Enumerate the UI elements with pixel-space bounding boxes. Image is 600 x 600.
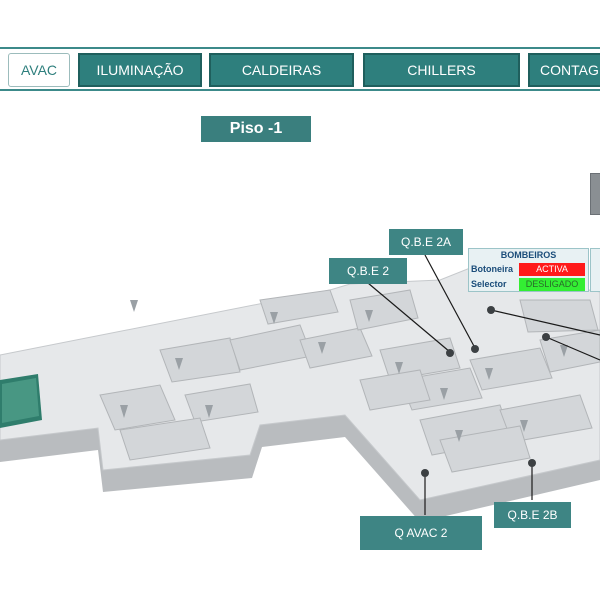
side-panel-stub (590, 173, 600, 215)
selector-status: DESLIGADO (519, 277, 585, 291)
building-slab-side (0, 415, 600, 522)
equipment-markers (421, 306, 550, 477)
floor-title: Piso -1 (201, 116, 311, 142)
marker-dot-qavac-2[interactable] (421, 469, 429, 477)
marker-dot-qbe-2a[interactable] (471, 345, 479, 353)
selector-label: Selector (471, 279, 507, 289)
marker-dot-qbe-2b[interactable] (528, 459, 536, 467)
botoneira-label: Botoneira (471, 264, 514, 274)
marker-label-qavac-2[interactable]: Q AVAC 2 (360, 516, 482, 550)
bombeiros-row-selector: Selector DESLIGADO (469, 277, 588, 291)
marker-dot-bombeiros[interactable] (487, 306, 495, 314)
tiled-area-highlight (2, 378, 39, 423)
tab-avac[interactable]: AVAC (8, 53, 70, 87)
marker-leader-lines (367, 254, 600, 515)
tab-iluminacao[interactable]: ILUMINAÇÃO (78, 53, 202, 87)
marker-dot-extra[interactable] (542, 333, 550, 341)
bombeiros-title: BOMBEIROS (500, 250, 557, 260)
marker-label-qbe-2b[interactable]: Q.B.E 2B (494, 502, 571, 528)
tab-chillers[interactable]: CHILLERS (363, 53, 520, 87)
second-panel-stub (590, 248, 600, 292)
marker-label-qbe-2a[interactable]: Q.B.E 2A (389, 229, 463, 255)
bombeiros-panel[interactable]: BOMBEIROS Botoneira ACTIVA Selector DESL… (468, 248, 589, 292)
bombeiros-row-botoneira: Botoneira ACTIVA (469, 262, 588, 276)
top-navigation-bar: AVAC ILUMINAÇÃO CALDEIRAS CHILLERS CONTA… (0, 47, 600, 91)
room-walls (99, 289, 600, 473)
tab-caldeiras[interactable]: CALDEIRAS (209, 53, 354, 87)
tab-contagem[interactable]: CONTAGEM (528, 53, 600, 87)
botoneira-status: ACTIVA (519, 262, 585, 276)
wall-shadows (120, 300, 568, 442)
marker-dot-qbe-2[interactable] (446, 349, 454, 357)
marker-label-qbe-2[interactable]: Q.B.E 2 (329, 258, 407, 284)
